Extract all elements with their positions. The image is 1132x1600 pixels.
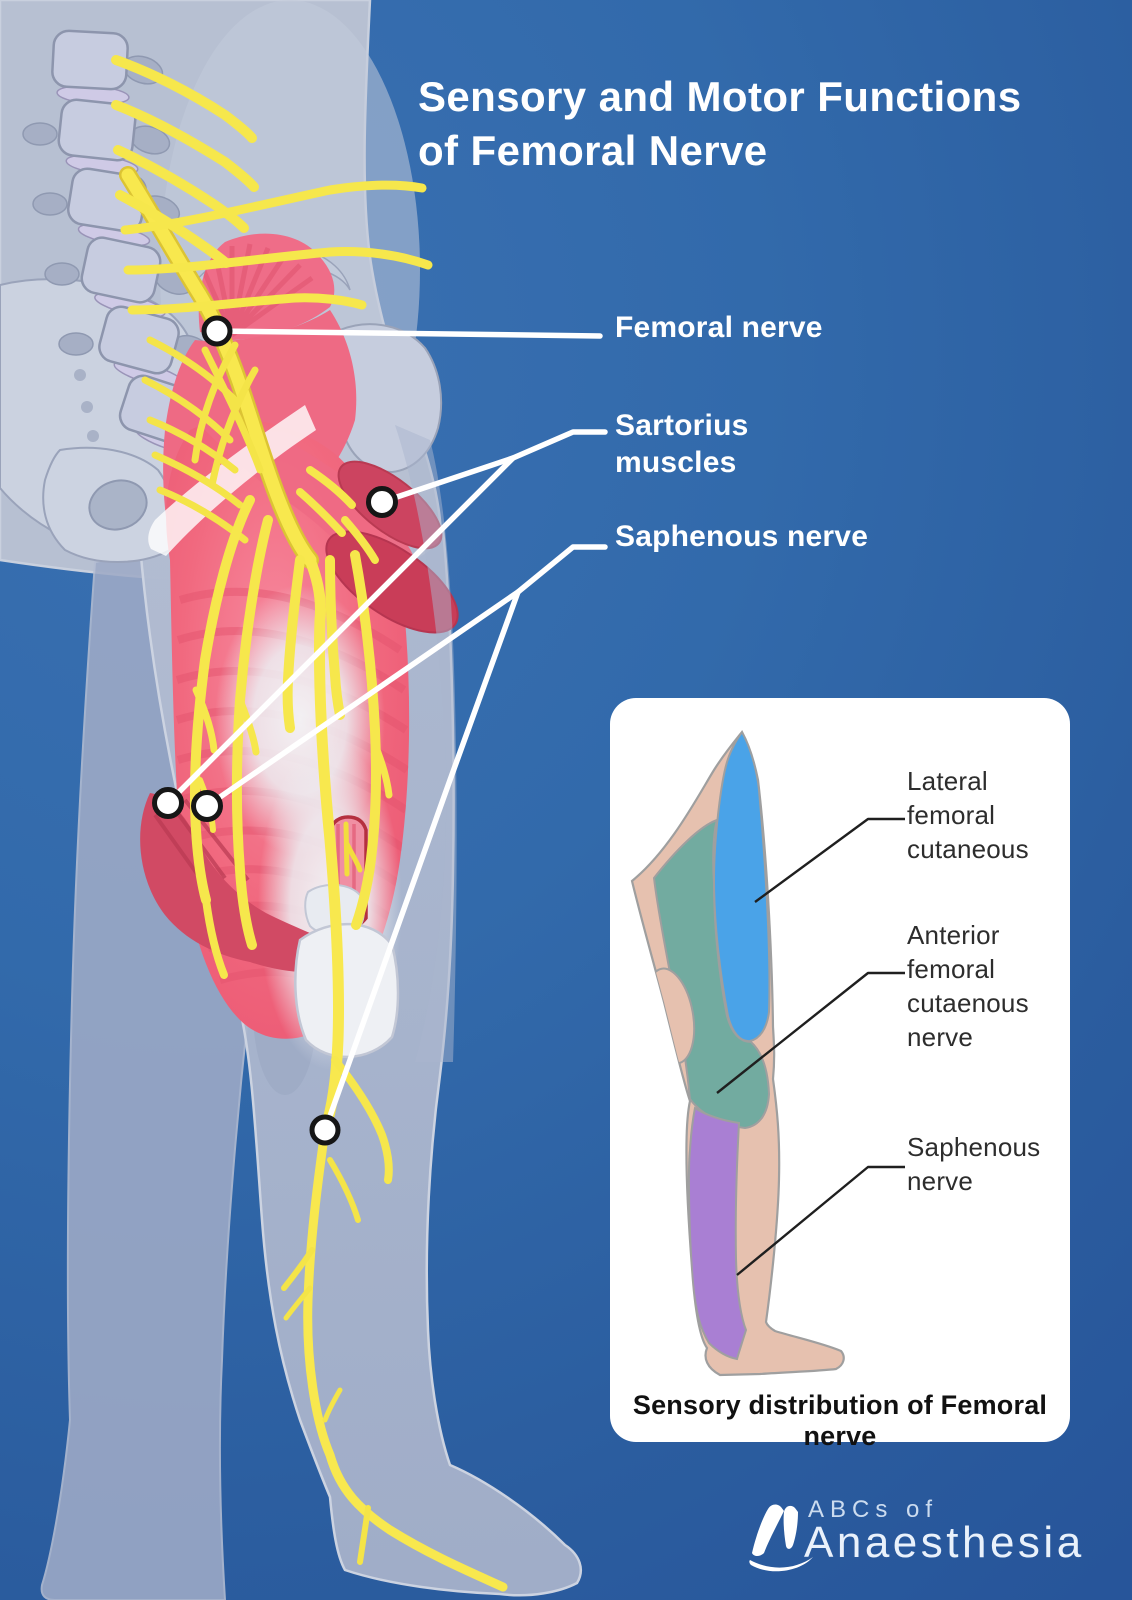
inguinal-ligament (148, 405, 316, 556)
anterior-label-line-3: cutaenous (907, 988, 1029, 1018)
saphenous-dot-2 (309, 1114, 341, 1146)
saphenous-label-line-1: Saphenous (907, 1132, 1041, 1162)
anterior-label-line-2: femoral (907, 954, 996, 984)
femoral-callout-line (214, 328, 603, 339)
spine-processes (22, 55, 232, 434)
long-branches (120, 180, 433, 315)
nerve-trunk (121, 168, 317, 567)
anaesthesia-logo-icon (749, 1504, 813, 1572)
anterior-line (716, 971, 905, 1094)
saphenous-knee-branch (331, 1056, 393, 1184)
femoral-nerve-dot (201, 315, 233, 347)
distal-nerve-twig (343, 821, 363, 877)
anterior-femoral-cutaneous-label: Anterior femoral cutaenous nerve (907, 918, 1029, 1054)
sartorius-callout-line-2 (165, 455, 516, 806)
lateral-label-line-3: cutaneous (907, 834, 1029, 864)
inset-callout-lines (716, 817, 905, 1276)
lateral-label-line-1: Lateral (907, 766, 988, 796)
saphenous-callout-line-2 (322, 589, 521, 1133)
sensory-distribution-panel: Lateral femoral cutaneous Anterior femor… (610, 698, 1070, 1451)
logo-text-abcs-of: ABCs of (808, 1496, 939, 1523)
saphenous-callout-line (204, 544, 608, 809)
title-line-1: Sensory and Motor Functions (418, 73, 1022, 120)
inset-caption: Sensory distribution of Femoral nerve (632, 1390, 1048, 1451)
thigh-branches (190, 466, 393, 979)
femoral-nerve-network (111, 55, 508, 1592)
lateral-femoral-region (712, 732, 771, 1043)
lateral-femoral-cutaneous-label: Lateral femoral cutaneous (907, 764, 1029, 866)
anterior-label-line-1: Anterior (907, 920, 1000, 950)
sartorius-callout-line (379, 429, 608, 505)
saphenous-line (736, 1165, 905, 1276)
callout-dots (152, 315, 398, 1146)
saphenous-region (687, 1106, 748, 1361)
sartorius-muscles-label: Sartorius muscles (615, 407, 749, 481)
knee-bone-condyle (294, 922, 400, 1059)
callout-lines (165, 328, 608, 1133)
leg-twigs (281, 1157, 371, 1565)
saphenous-nerve-label: Saphenous nerve (615, 520, 869, 553)
saphenous-nerve-inset-label: Saphenous nerve (907, 1130, 1040, 1198)
femoral-nerve-label: Femoral nerve (615, 311, 823, 344)
sartorius-label-line-1: Sartorius (615, 409, 749, 442)
plexus-fan (111, 55, 259, 268)
sensory-leg-diagram (630, 730, 905, 1377)
saphenous-trunk-leg (303, 1125, 508, 1592)
sartorius-label-line-2: muscles (615, 446, 737, 479)
obturator-foramen (88, 479, 148, 531)
thigh-edge-overlay (395, 425, 457, 1062)
lateral-line (754, 817, 905, 903)
logo-text-anaesthesia: Anaesthesia (804, 1518, 1085, 1567)
title-line-2: of Femoral Nerve (418, 127, 768, 174)
page-title: Sensory and Motor Functions of Femoral N… (418, 70, 1078, 178)
anterior-label-line-4: nerve (907, 1022, 974, 1052)
sartorius-dot-2 (152, 787, 184, 819)
saphenous-dot (191, 790, 223, 822)
saphenous-label-line-2: nerve (907, 1166, 974, 1196)
lateral-label-line-2: femoral (907, 800, 996, 830)
sartorius-dot (366, 486, 398, 518)
abcs-of-anaesthesia-logo: ABCs of Anaesthesia (730, 1484, 1110, 1584)
